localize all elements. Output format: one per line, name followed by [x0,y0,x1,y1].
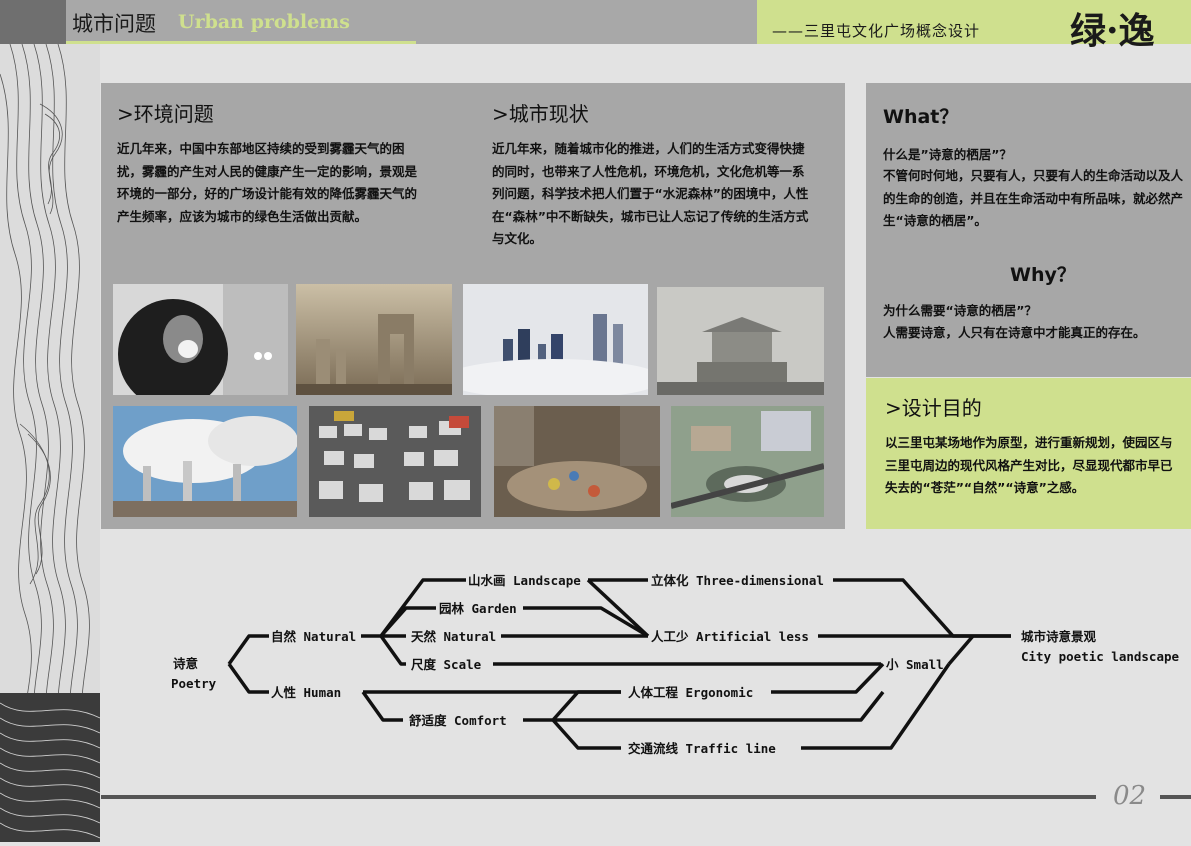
edge-3d-result [833,578,1011,638]
title-underline [66,41,416,44]
page-title-english: Urban problems [178,11,350,33]
city-status-text: 近几年来，随着城市化的推进，人们的生活方式变得快捷的同时，也带来了人性危机，环境… [492,141,809,246]
why-question: 为什么需要“诗意的栖居”？ [883,303,1037,318]
project-name: ——三里屯文化广场概念设计 [772,22,981,40]
footer-rule-end [1160,795,1191,799]
header-bar [0,0,757,44]
contour-lines-art [0,44,90,745]
page-title: 城市问题 [72,12,156,36]
edge-garden-artificial [523,606,649,638]
edge-traffic-small [801,663,951,750]
header-dark-block [0,0,66,44]
what-heading: What？ [883,106,959,128]
photo-roundabout [671,406,824,517]
what-answer: 不管何时何地，只要有人，只要有人的生命活动以及人的生命的创造，并且在生命活动中有… [883,168,1184,228]
contour-strip-dark [0,693,101,842]
what-question: 什么是”诗意的栖居”？ [883,147,1012,162]
environment-heading: >环境问题 [117,102,214,126]
edge-ergonomic-small [771,662,885,694]
edge-natural-scale [379,634,406,666]
edge-comfort-traffic [551,718,621,750]
photo-smog-gate [657,287,824,395]
node-result-en: City poetic landscape [1021,649,1180,664]
edge-small-result [947,634,975,666]
node-tianran: 天然 Natural [411,629,496,644]
contour-lines-art-dark [0,702,101,839]
header-accent-bar [757,0,1191,44]
edge-root-natural [227,634,269,666]
edge-comfort-ergonomic [523,690,621,722]
node-result-cn: 城市诗意景观 [1021,629,1097,644]
node-three-dimensional: 立体化 Three-dimensional [651,573,824,588]
footer-rule [101,795,1096,799]
photo-factory-smoke [113,406,297,517]
node-poetry-cn: 诗意 [173,656,198,671]
node-traffic-line: 交通流线 Traffic line [628,741,776,756]
photo-traffic-jam [309,406,481,517]
node-small: 小 Small [885,657,944,672]
node-human: 人性 Human [271,685,341,700]
page-number: 02 [1113,781,1147,811]
node-garden: 园林 Garden [439,601,517,616]
photo-masked-person [113,284,288,395]
design-goal-heading: >设计目的 [885,396,982,420]
node-comfort: 舒适度 Comfort [408,713,507,728]
edge-root-human [227,662,269,694]
photo-smog-skyline [463,284,648,395]
edge-comfort-small [553,690,885,722]
environment-text: 近几年来，中国中东部地区持续的受到雾霾天气的困扰，雾霾的产生对人民的健康产生一定… [117,141,418,224]
logo: 绿·逸 [1070,10,1155,52]
why-heading: Why？ [1010,264,1076,286]
city-status-heading: >城市现状 [492,102,589,126]
node-landscape: 山水画 Landscape [468,573,581,588]
photo-smog-cctv [296,284,452,395]
node-ergonomic: 人体工程 Ergonomic [628,685,753,700]
edge-landscape-artificial [586,578,650,638]
node-scale: 尺度 Scale [411,657,482,672]
photo-crowded-street [494,406,660,517]
design-goal-panel [866,378,1191,529]
node-poetry-en: Poetry [171,676,217,691]
edge-natural-landscape [361,578,466,638]
why-answer: 人需要诗意，人只有在诗意中才能真正的存在。 [883,325,1146,340]
edge-human-comfort [361,690,403,722]
concept-tree-diagram: 诗意 Poetry 自然 Natural 人性 Human 山水画 Landsc… [171,573,1180,756]
node-natural: 自然 Natural [271,629,356,644]
design-goal-text: 以三里屯某场地作为原型，进行重新规划，使园区与三里屯周边的现代风格产生对比，尽显… [885,435,1173,495]
what-why-panel [866,83,1191,377]
node-artificial-less: 人工少 Artificial less [651,629,809,644]
edge-natural-garden [379,606,436,638]
